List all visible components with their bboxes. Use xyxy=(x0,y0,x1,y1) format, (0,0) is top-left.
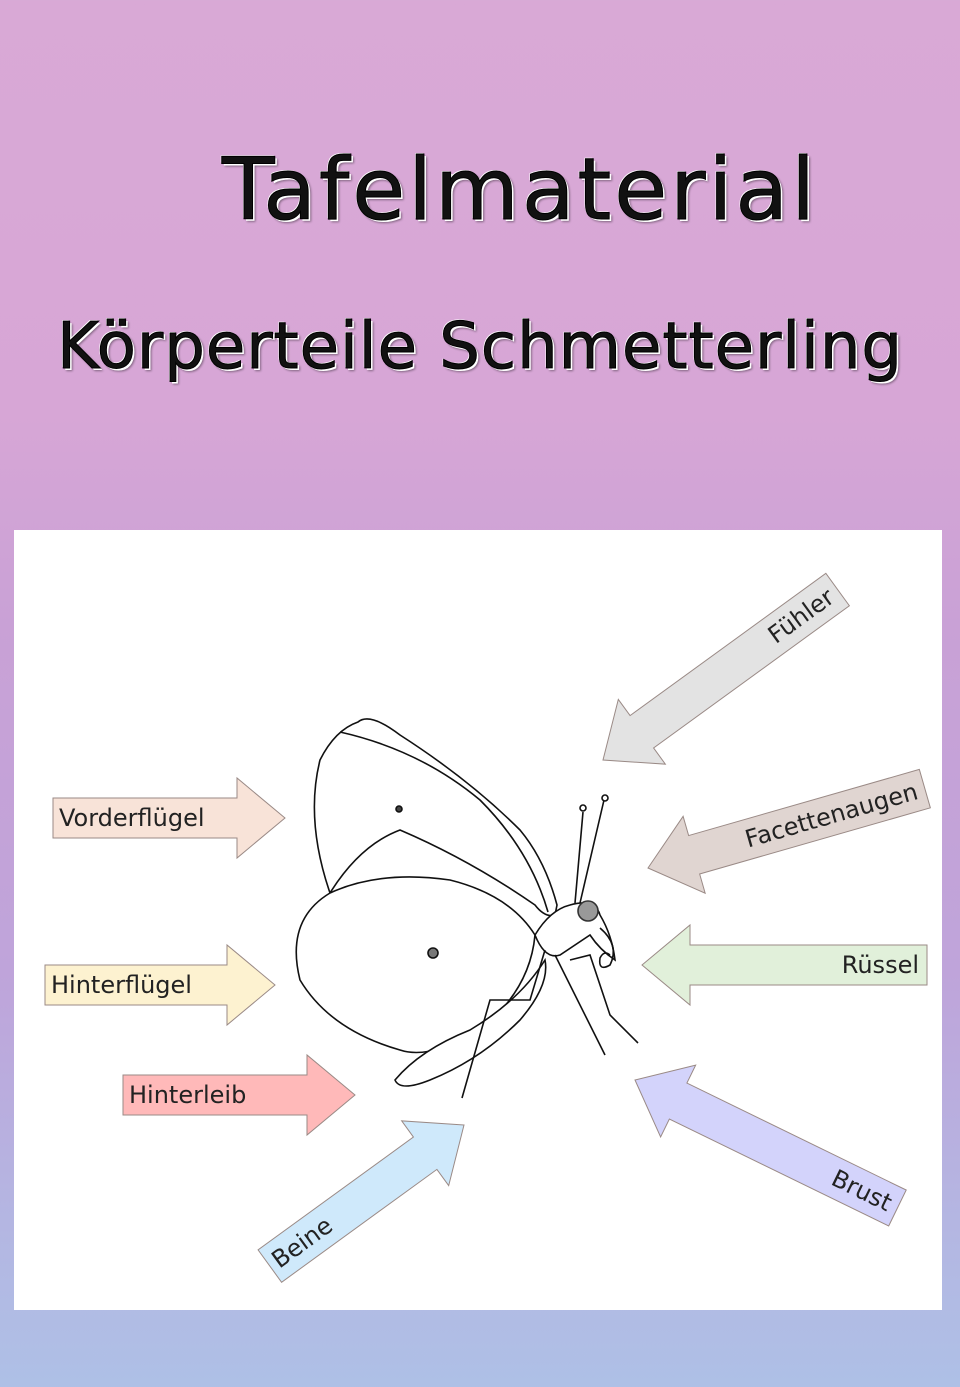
compound-eye xyxy=(577,900,599,922)
arrow-shape xyxy=(647,768,931,895)
abdomen xyxy=(394,957,547,1087)
arrow-text: Hinterleib xyxy=(129,1081,246,1109)
arrow-shape xyxy=(634,1064,907,1227)
arrow-label-hinterfluegel: Hinterflügel xyxy=(44,943,276,1027)
arrow-shape xyxy=(641,923,928,1007)
legs xyxy=(461,949,639,1099)
page-subtitle: Körperteile Schmetterling xyxy=(56,310,904,385)
antenna xyxy=(574,799,605,904)
arrow-label-beine: Beine xyxy=(257,1120,465,1283)
arrow-text: Rüssel xyxy=(842,951,919,979)
arrow-shape xyxy=(602,572,851,765)
arrow-text: Hinterflügel xyxy=(51,971,192,999)
arrow-label-hinterleib: Hinterleib xyxy=(122,1053,356,1137)
arrow-label-ruessel: Rüssel xyxy=(641,923,928,1007)
page-title: Tafelmaterial xyxy=(221,140,819,241)
arrow-label-fuehler: Fühler xyxy=(602,572,851,765)
arrow-shape xyxy=(122,1053,356,1137)
arrow-label-brust: Brust xyxy=(634,1064,907,1227)
arrow-shape xyxy=(44,943,276,1027)
arrow-text: Vorderflügel xyxy=(59,804,205,832)
proboscis-icon xyxy=(598,927,615,969)
forewing xyxy=(313,718,558,917)
arrow-label-facettenaugen: Facettenaugen xyxy=(647,768,931,895)
arrow-shape xyxy=(52,776,286,860)
forewing-edge xyxy=(339,731,549,913)
arrow-shape xyxy=(257,1120,465,1283)
arrow-label-vorderfluegel: Vorderflügel xyxy=(52,776,286,860)
butterfly-drawing xyxy=(295,718,639,1099)
